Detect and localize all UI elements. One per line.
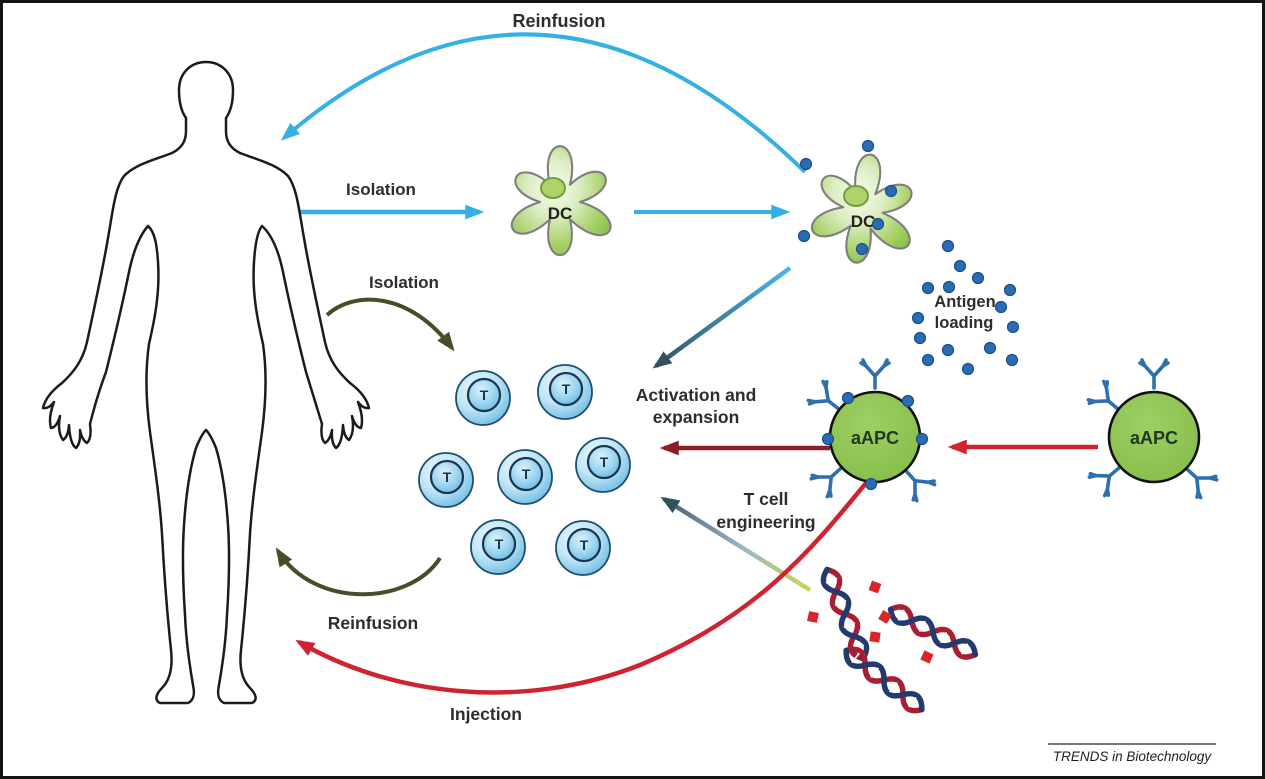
t-cell-label: T bbox=[495, 536, 504, 552]
t-cell: T bbox=[469, 518, 527, 576]
t-cell-label: T bbox=[443, 469, 452, 485]
aapc-label: aAPC bbox=[1130, 428, 1178, 448]
injection-arrow bbox=[295, 481, 868, 695]
label-antigen-loading-line1: Antigen bbox=[934, 293, 995, 311]
antigen-presentation-arrow bbox=[652, 266, 792, 369]
loaded-antigen-dots bbox=[797, 139, 898, 256]
t-cell-label: T bbox=[580, 537, 589, 553]
isolation-tcell-arrow bbox=[325, 297, 455, 352]
label-reinfusion-top: Reinfusion bbox=[513, 11, 606, 31]
dc-label: DC bbox=[851, 212, 876, 231]
label-isolation-blood: Isolation bbox=[346, 180, 416, 199]
patient-body-outline bbox=[41, 60, 371, 705]
t-cell: T bbox=[454, 369, 512, 427]
dc-nucleus bbox=[843, 185, 869, 207]
t-cell-label: T bbox=[480, 387, 489, 403]
label-activation-line1: Activation and bbox=[636, 385, 757, 405]
label-injection: Injection bbox=[450, 704, 522, 724]
credit-text: TRENDS in Biotechnology bbox=[1053, 749, 1213, 764]
t-cell-cluster: T T T T T T T bbox=[417, 363, 632, 577]
dc-nucleus bbox=[540, 177, 566, 199]
t-cell: T bbox=[574, 436, 632, 494]
label-antigen-loading-line2: loading bbox=[935, 314, 994, 332]
label-engineering-line2: engineering bbox=[716, 512, 815, 532]
aapc-label: aAPC bbox=[851, 428, 899, 448]
t-cell-label: T bbox=[522, 466, 531, 482]
t-cell: T bbox=[554, 519, 612, 577]
aapc-antigen-dots bbox=[821, 391, 929, 491]
reinfusion-top-arrow bbox=[280, 32, 807, 174]
label-reinfusion-bottom: Reinfusion bbox=[328, 613, 418, 633]
dna-fragment-squares bbox=[807, 580, 934, 664]
reinfusion-tcell-arrow bbox=[275, 547, 442, 597]
dendritic-cell: DC bbox=[510, 145, 612, 257]
journal-credit: TRENDS in Biotechnology bbox=[1048, 743, 1216, 764]
t-cell-label: T bbox=[562, 381, 571, 397]
antigen-cloud: Antigen loading bbox=[911, 239, 1020, 376]
aapc-loaded: aAPC bbox=[805, 358, 938, 504]
dendritic-cell-loaded: DC bbox=[797, 139, 922, 271]
t-cell: T bbox=[417, 451, 475, 509]
t-cell: T bbox=[496, 448, 554, 506]
dc-label: DC bbox=[548, 204, 573, 223]
label-activation-line2: expansion bbox=[653, 407, 740, 427]
antigen-dots bbox=[911, 239, 1020, 376]
t-cell: T bbox=[536, 363, 594, 421]
aapc-cell-body bbox=[1107, 390, 1201, 484]
aapc-plain: aAPC bbox=[1085, 358, 1220, 501]
process-arrows bbox=[275, 32, 1098, 695]
t-cell-label: T bbox=[600, 454, 609, 470]
label-isolation-tcell: Isolation bbox=[369, 273, 439, 292]
gene-vectors bbox=[807, 566, 979, 715]
label-engineering-line1: T cell bbox=[744, 489, 789, 509]
